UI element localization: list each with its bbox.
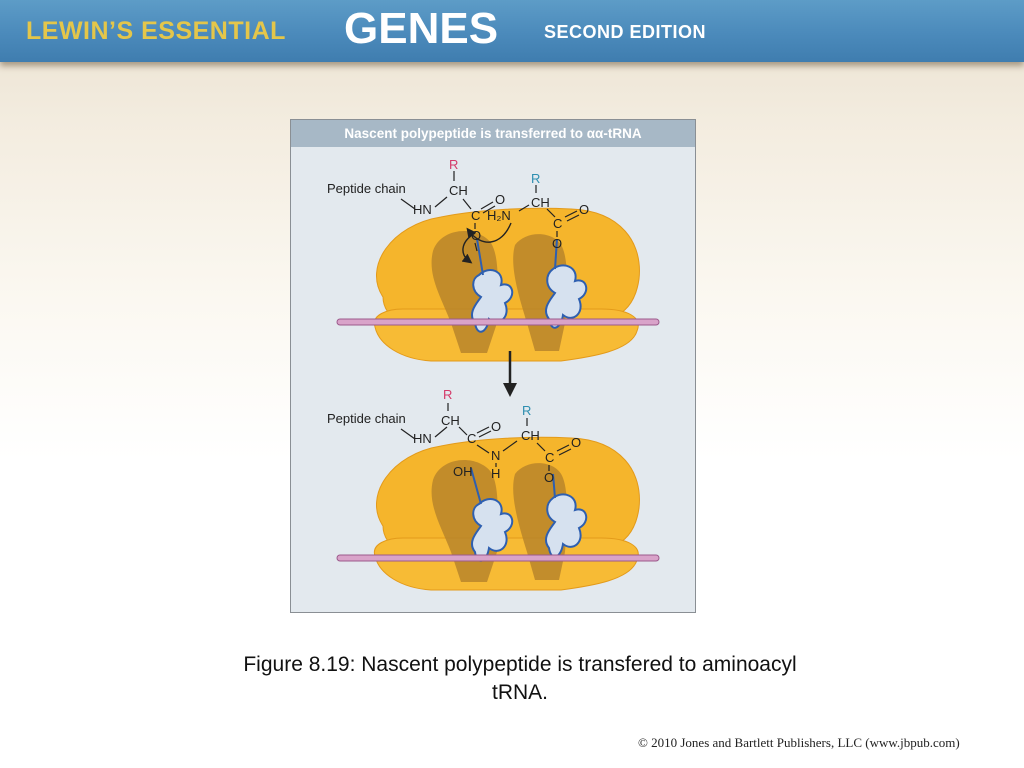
banner-second-edition: SECOND EDITION — [544, 22, 707, 42]
title-banner: LEWIN’S ESSENTIAL GENES SECOND EDITION — [0, 0, 1024, 62]
top-r-left: R — [449, 157, 458, 172]
caption-line-1: Figure 8.19: Nascent polypeptide is tran… — [243, 653, 797, 676]
top-o-right-double: O — [579, 202, 589, 217]
bottom-r-left: R — [443, 387, 452, 402]
copyright-notice: © 2010 Jones and Bartlett Publishers, LL… — [638, 735, 960, 750]
top-peptide-chain-label: Peptide chain — [327, 181, 406, 196]
bottom-hn: HN — [413, 431, 432, 446]
bottom-peptide-chain-label: Peptide chain — [327, 411, 406, 426]
bottom-o-double: O — [491, 419, 501, 434]
bottom-ch-left: CH — [441, 413, 460, 428]
banner-genes: GENES — [344, 4, 499, 53]
top-c-right: C — [553, 216, 562, 231]
bottom-o-right-ester: O — [544, 470, 554, 485]
top-o-double: O — [495, 192, 505, 207]
top-leaving-arrow — [461, 232, 476, 264]
top-o-right-ester: O — [552, 236, 562, 251]
top-h2n: H₂N — [487, 208, 511, 223]
bottom-o-right-double: O — [571, 435, 581, 450]
top-ch-left: CH — [449, 183, 468, 198]
caption-line-2: tRNA. — [491, 681, 548, 704]
top-c-left: C — [471, 208, 480, 223]
figure-diagram: Peptide chain HN CH R C O O H₂N CH R C O — [327, 157, 660, 591]
bottom-ribosome — [373, 436, 640, 591]
figure-panel: Nascent polypeptide is transferred to αα… — [290, 119, 696, 613]
bottom-oh: OH — [453, 464, 473, 479]
bottom-c-left: C — [467, 431, 476, 446]
bottom-h: H — [491, 466, 500, 481]
figure-header: Nascent polypeptide is transferred to αα… — [291, 120, 695, 147]
top-r-right: R — [531, 171, 540, 186]
bottom-ch-right: CH — [521, 428, 540, 443]
banner-lewins-essential: LEWIN’S ESSENTIAL — [26, 17, 286, 45]
transition-arrow — [503, 351, 517, 397]
top-ch-right: CH — [531, 195, 550, 210]
bottom-n: N — [491, 448, 500, 463]
top-chemistry: Peptide chain HN CH R C O O H₂N CH R C O — [327, 157, 589, 264]
top-mrna — [336, 318, 660, 326]
bottom-chemistry: Peptide chain HN CH R C O N H CH R C O — [327, 387, 581, 485]
bottom-c-right: C — [545, 450, 554, 465]
top-hn: HN — [413, 202, 432, 217]
bottom-r-right: R — [522, 403, 531, 418]
bottom-mrna — [336, 554, 660, 562]
figure-caption: Figure 8.19: Nascent polypeptide is tran… — [150, 651, 890, 707]
